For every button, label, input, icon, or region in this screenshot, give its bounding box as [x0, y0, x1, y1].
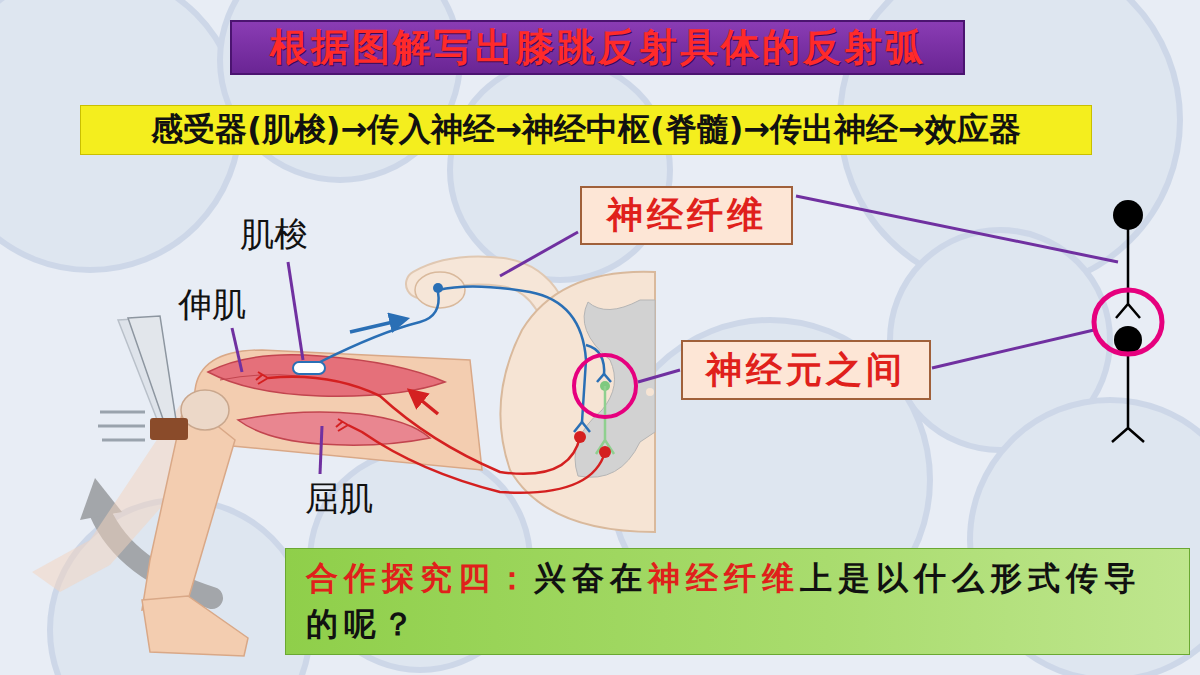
question-box: 合作探究四：兴奋在神经纤维上是以什么形式传导的呢？ [285, 548, 1190, 655]
neuron-stick-figure [1112, 352, 1144, 442]
neuron-stick-figure [1114, 326, 1142, 354]
motor-neurons [599, 446, 611, 458]
leg-illustration [142, 596, 248, 656]
sensory-neuron [597, 374, 611, 382]
motor-neurons [268, 377, 580, 474]
interneuron [596, 386, 614, 454]
reflex-hammer [128, 316, 176, 422]
box-text: 神经元之间 [706, 346, 906, 395]
motor-neurons [336, 419, 348, 431]
leader-lines [796, 196, 1118, 262]
neuron-stick-figure [1113, 200, 1143, 230]
motor-neurons [410, 391, 438, 414]
neuron-stick-figure [1094, 290, 1162, 354]
leader-lines [288, 262, 303, 360]
part-label: 肌梭 [240, 212, 308, 258]
part-label: 伸肌 [178, 282, 246, 328]
reflex-hammer [150, 418, 188, 440]
leg-illustration [181, 390, 229, 430]
synapse-highlight [574, 355, 636, 417]
title-banner: 根据图解写出膝跳反射具体的反射弧 [230, 20, 965, 75]
box-text: 合作探究四： [306, 559, 534, 597]
box-text: 兴奋在 [534, 559, 648, 597]
sensory-neuron [293, 283, 611, 432]
leader-lines [320, 426, 322, 474]
leg-illustration [194, 350, 482, 470]
sensory-neuron [350, 319, 406, 332]
part-label: 屈肌 [305, 476, 373, 522]
sensory-neuron [574, 422, 590, 432]
neuron-stick-figure [1116, 228, 1140, 318]
spinal-cord [415, 272, 465, 308]
leader-lines [638, 370, 680, 382]
spinal-cord [646, 388, 654, 396]
reflex-arc-band: 感受器(肌梭)→传入神经→神经中枢(脊髓)→传出神经→效应器 [80, 105, 1092, 155]
spinal-cord [575, 300, 655, 477]
box-text: 神经纤维 [607, 191, 767, 240]
background-cells [450, 60, 670, 280]
sensory-neuron [433, 283, 443, 293]
reflex-hammer [98, 316, 188, 440]
leader-lines [932, 330, 1094, 368]
motor-neurons [348, 425, 605, 493]
sensory-neuron [438, 286, 586, 422]
motor-neurons [574, 431, 586, 443]
motor-neurons [256, 372, 611, 493]
leader-lines [232, 328, 242, 372]
leader-lines [500, 232, 578, 276]
sensory-neuron [320, 292, 439, 362]
box-text: 感受器(肌梭)→传入神经→神经中枢(脊髓)→传出神经→效应器 [151, 108, 1021, 152]
leg-illustration [238, 412, 430, 445]
synapse-highlight [574, 355, 636, 417]
sensory-neuron [293, 362, 325, 374]
box-text: 神经纤维 [648, 559, 800, 597]
reflex-hammer [98, 412, 145, 440]
motor-neurons [256, 372, 268, 384]
neuron-stick-figure [1094, 200, 1162, 442]
leg-illustration [142, 400, 235, 610]
title-text: 根据图解写出膝跳反射具体的反射弧 [270, 22, 926, 73]
leg-illustration [208, 355, 445, 397]
callout-box: 神经元之间 [681, 340, 931, 400]
callout-box: 神经纤维 [580, 186, 793, 245]
